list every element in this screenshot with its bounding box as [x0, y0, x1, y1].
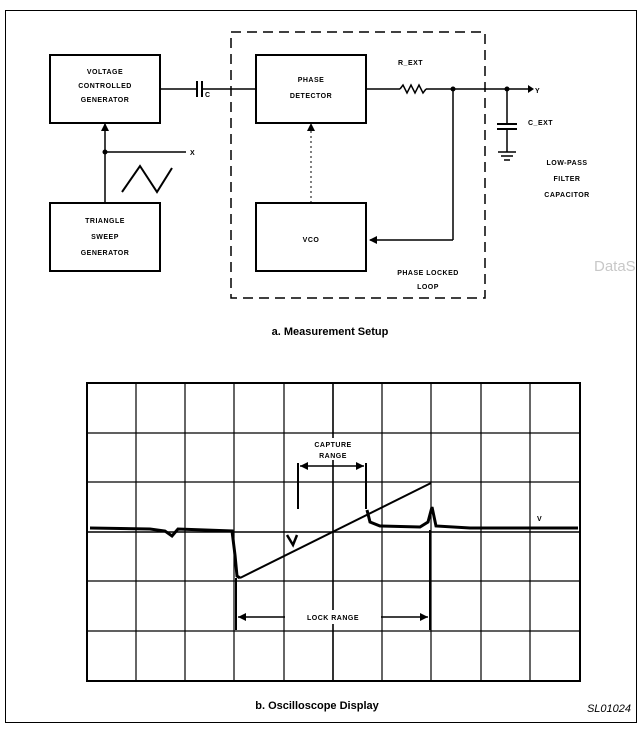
arrow-up-icon [101, 123, 109, 131]
arrow-up-icon [307, 123, 315, 131]
y-output-label: Y [535, 88, 540, 95]
figure-frame [5, 10, 637, 723]
capture-label-bg [300, 438, 366, 460]
pll-vco-label: VCO [303, 237, 320, 244]
caption-oscilloscope-display: b. Oscilloscope Display [255, 700, 379, 712]
vco-generator-label-3: GENERATOR [81, 97, 130, 104]
oscilloscope-display: V CAPTURE RANGE LOCK RANGE [86, 382, 581, 682]
pll-label-2: LOOP [417, 284, 439, 291]
phase-detector-block [255, 54, 367, 124]
arrow-left-icon [238, 613, 246, 621]
scope-trace [285, 534, 299, 548]
arrow-right-icon [528, 85, 534, 93]
phase-detector-label-2: DETECTOR [290, 93, 332, 100]
lowpass-label-1: LOW-PASS [546, 160, 587, 167]
watermark-text: DataS [594, 258, 636, 275]
pll-label-1: PHASE LOCKED [397, 270, 459, 277]
capture-range-label-1: CAPTURE [314, 442, 351, 449]
lowpass-label-3: CAPACITOR [544, 192, 589, 199]
resistor-icon [399, 83, 427, 95]
r-ext-label: R_EXT [398, 60, 423, 67]
vco-generator-label-2: CONTROLLED [78, 83, 132, 90]
figure-code: SL01024 [587, 703, 631, 715]
arrow-right-icon [420, 613, 428, 621]
x-output-label: X [190, 150, 195, 157]
triangle-sweep-label-1: TRIANGLE [85, 218, 125, 225]
vco-generator-label-1: VOLTAGE [87, 69, 123, 76]
triangle-wave-icon [121, 164, 173, 194]
triangle-sweep-label-3: GENERATOR [81, 250, 130, 257]
lowpass-label-2: FILTER [554, 176, 581, 183]
arrow-left-icon [300, 462, 308, 470]
lock-range-label: LOCK RANGE [307, 615, 359, 622]
phase-detector-label-1: PHASE [298, 77, 325, 84]
triangle-sweep-label-2: SWEEP [91, 234, 119, 241]
capacitor-label: C [205, 92, 211, 99]
scope-trace [365, 506, 578, 530]
pll-boundary [230, 31, 486, 299]
caption-measurement-setup: a. Measurement Setup [272, 326, 389, 338]
arrow-right-icon [356, 462, 364, 470]
arrow-left-icon [369, 236, 377, 244]
capture-range-label-2: RANGE [319, 453, 347, 460]
scope-trace-ramp [239, 482, 432, 579]
measurement-setup: VOLTAGE CONTROLLED GENERATOR TRIANGLE SW… [49, 31, 636, 299]
lock-label-bg [285, 610, 381, 624]
scope-trace [89, 526, 241, 580]
c-ext-label: C_EXT [528, 120, 553, 127]
trace-label: V [537, 516, 542, 523]
